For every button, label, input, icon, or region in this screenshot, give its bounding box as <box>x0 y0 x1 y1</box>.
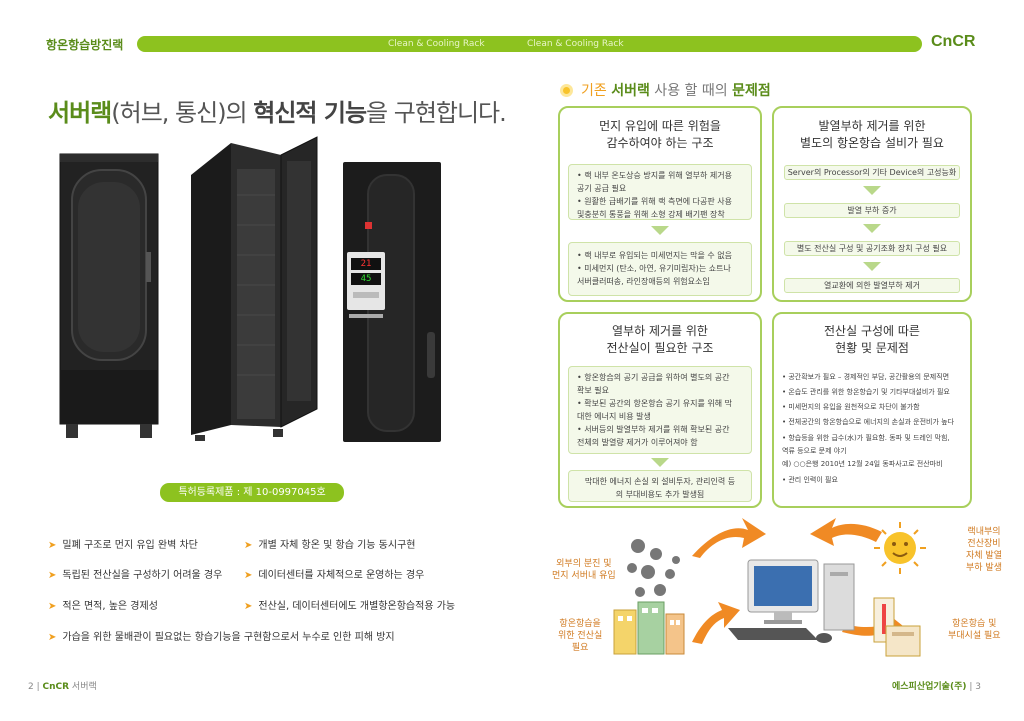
down-arrow-icon <box>863 186 881 195</box>
section-title: 기존 서버랙 사용 할 때의 문제점 <box>560 80 771 100</box>
rack-front-photo <box>54 152 164 442</box>
indicator-light <box>365 222 372 229</box>
feature-item: ➤밀폐 구조로 먼지 유입 완벽 차단 <box>48 540 198 551</box>
page-headline: 서버랙(허브, 통신)의 혁신적 기능을 구현합니다. <box>48 93 507 128</box>
box-detail: • 랙 내부 온도상승 방지를 위해 열부하 제거용 공기 공급 필요• 원활한… <box>568 164 752 220</box>
page-number: 2 <box>28 682 34 692</box>
box-detail: • 랙 내부로 유입되는 미세먼지는 막을 수 없음• 미세먼지 (탄소, 아연… <box>568 242 752 296</box>
controller-buttons <box>353 292 379 298</box>
category-title: 항온항습방진랙 <box>46 38 124 52</box>
footer-brand: CnCR <box>42 682 70 692</box>
flow-step: Server의 Processor의 기타 Device의 고성능화 <box>784 165 960 180</box>
page-number: 3 <box>975 682 981 692</box>
headline-text: (허브, 통신)의 <box>111 99 254 127</box>
feature-item: ➤전산실, 데이터센터에도 개별항온항습적용 가능 <box>244 601 456 612</box>
patent-badge: 특허등록제품 : 제 10-0997045호 <box>160 483 344 502</box>
headline-product: 서버랙 <box>48 99 112 127</box>
box-detail: • 공간확보가 필요 – 경제적인 부담, 공간활용의 문제직면• 온습도 관리… <box>782 373 955 484</box>
temperature-display: 21 <box>351 258 381 270</box>
footer-right: 에스피산업기술(주) | 3 <box>892 682 981 692</box>
controller-label <box>349 314 383 318</box>
headline-emphasis: 혁신적 기능 <box>253 99 367 127</box>
footer-title: 서버랙 <box>69 682 97 692</box>
brand-logo: CnCR <box>931 33 976 50</box>
temperature-controller: 21 45 <box>347 252 385 310</box>
arrow-bullet-icon: ➤ <box>244 601 253 612</box>
arrow-bullet-icon: ➤ <box>244 540 253 551</box>
feature-item: ➤데이터센터를 자체적으로 운영하는 경우 <box>244 570 425 581</box>
flow-step: 별도 전산실 구성 및 공기조화 장치 구성 필요 <box>784 241 960 256</box>
footer-left: 2 | CnCR 서버랙 <box>28 682 97 692</box>
arrow-bullet-icon: ➤ <box>48 570 57 581</box>
humidity-display: 45 <box>351 273 381 285</box>
feature-item: ➤적은 면적, 높은 경제성 <box>48 601 158 612</box>
headline-text: 을 구현합니다. <box>366 99 507 127</box>
header-tagline: Clean & Cooling Rack <box>388 39 485 49</box>
box-detail: • 항온항습의 공기 공급을 위하여 별도의 공간 확보 필요• 확보된 공간의… <box>568 366 752 454</box>
arrow-bullet-icon: ➤ <box>48 540 57 551</box>
header-bar <box>137 36 922 52</box>
flow-step: 열교환에 의한 발열부하 제거 <box>784 278 960 293</box>
controller-closeup-photo: 21 45 <box>343 162 441 442</box>
feature-item: ➤가습을 위한 물배관이 필요없는 항습기능을 구현함으로서 누수로 인한 피해… <box>48 632 395 643</box>
footer-company: 에스피산업기술(주) <box>892 682 967 692</box>
feature-item: ➤개별 자체 항온 및 항습 기능 동시구현 <box>244 540 416 551</box>
door-handle <box>427 332 435 378</box>
down-arrow-icon <box>651 226 669 235</box>
arrow-bullet-icon: ➤ <box>48 601 57 612</box>
arrow-bullet-icon: ➤ <box>48 632 57 643</box>
arrow-bullet-icon: ➤ <box>244 570 253 581</box>
circle-bullet-icon <box>560 84 573 97</box>
feature-item: ➤독립된 전산실을 구성하기 어려울 경우 <box>48 570 223 581</box>
down-arrow-icon <box>651 458 669 467</box>
down-arrow-icon <box>863 262 881 271</box>
flow-step: 발열 부하 증가 <box>784 203 960 218</box>
rack-open-photo <box>185 135 325 443</box>
down-arrow-icon <box>863 224 881 233</box>
header-tagline: Clean & Cooling Rack <box>527 39 624 49</box>
